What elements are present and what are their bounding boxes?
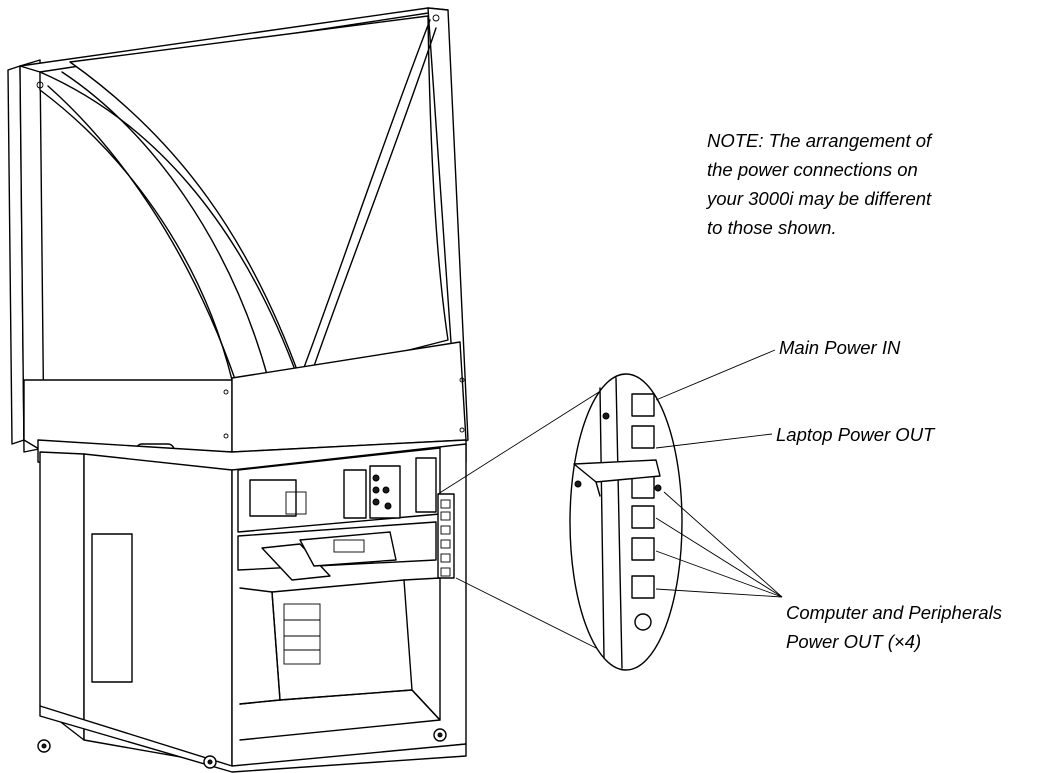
base-cabinet (37, 439, 467, 773)
callout-main-power-in: Main Power IN (779, 337, 901, 358)
callout-peripherals-line-2: Power OUT (×4) (786, 631, 921, 652)
note-line-4: to those shown. (707, 217, 837, 238)
magnified-detail (569, 373, 683, 671)
note: NOTE: The arrangement of the power conne… (705, 130, 933, 238)
note-line-3: your 3000i may be different (705, 188, 932, 209)
magnifier-guide-top (437, 384, 611, 495)
note-line-2: the power connections on (707, 159, 918, 180)
projector-hood (7, 7, 469, 459)
magnifier-guide-bottom (455, 577, 605, 653)
callout-leaders (655, 349, 783, 598)
note-line-1: NOTE: The arrangement of (707, 130, 933, 151)
callout-laptop-power-out: Laptop Power OUT (776, 424, 936, 445)
callout-peripherals-line-1: Computer and Peripherals (786, 602, 1002, 623)
